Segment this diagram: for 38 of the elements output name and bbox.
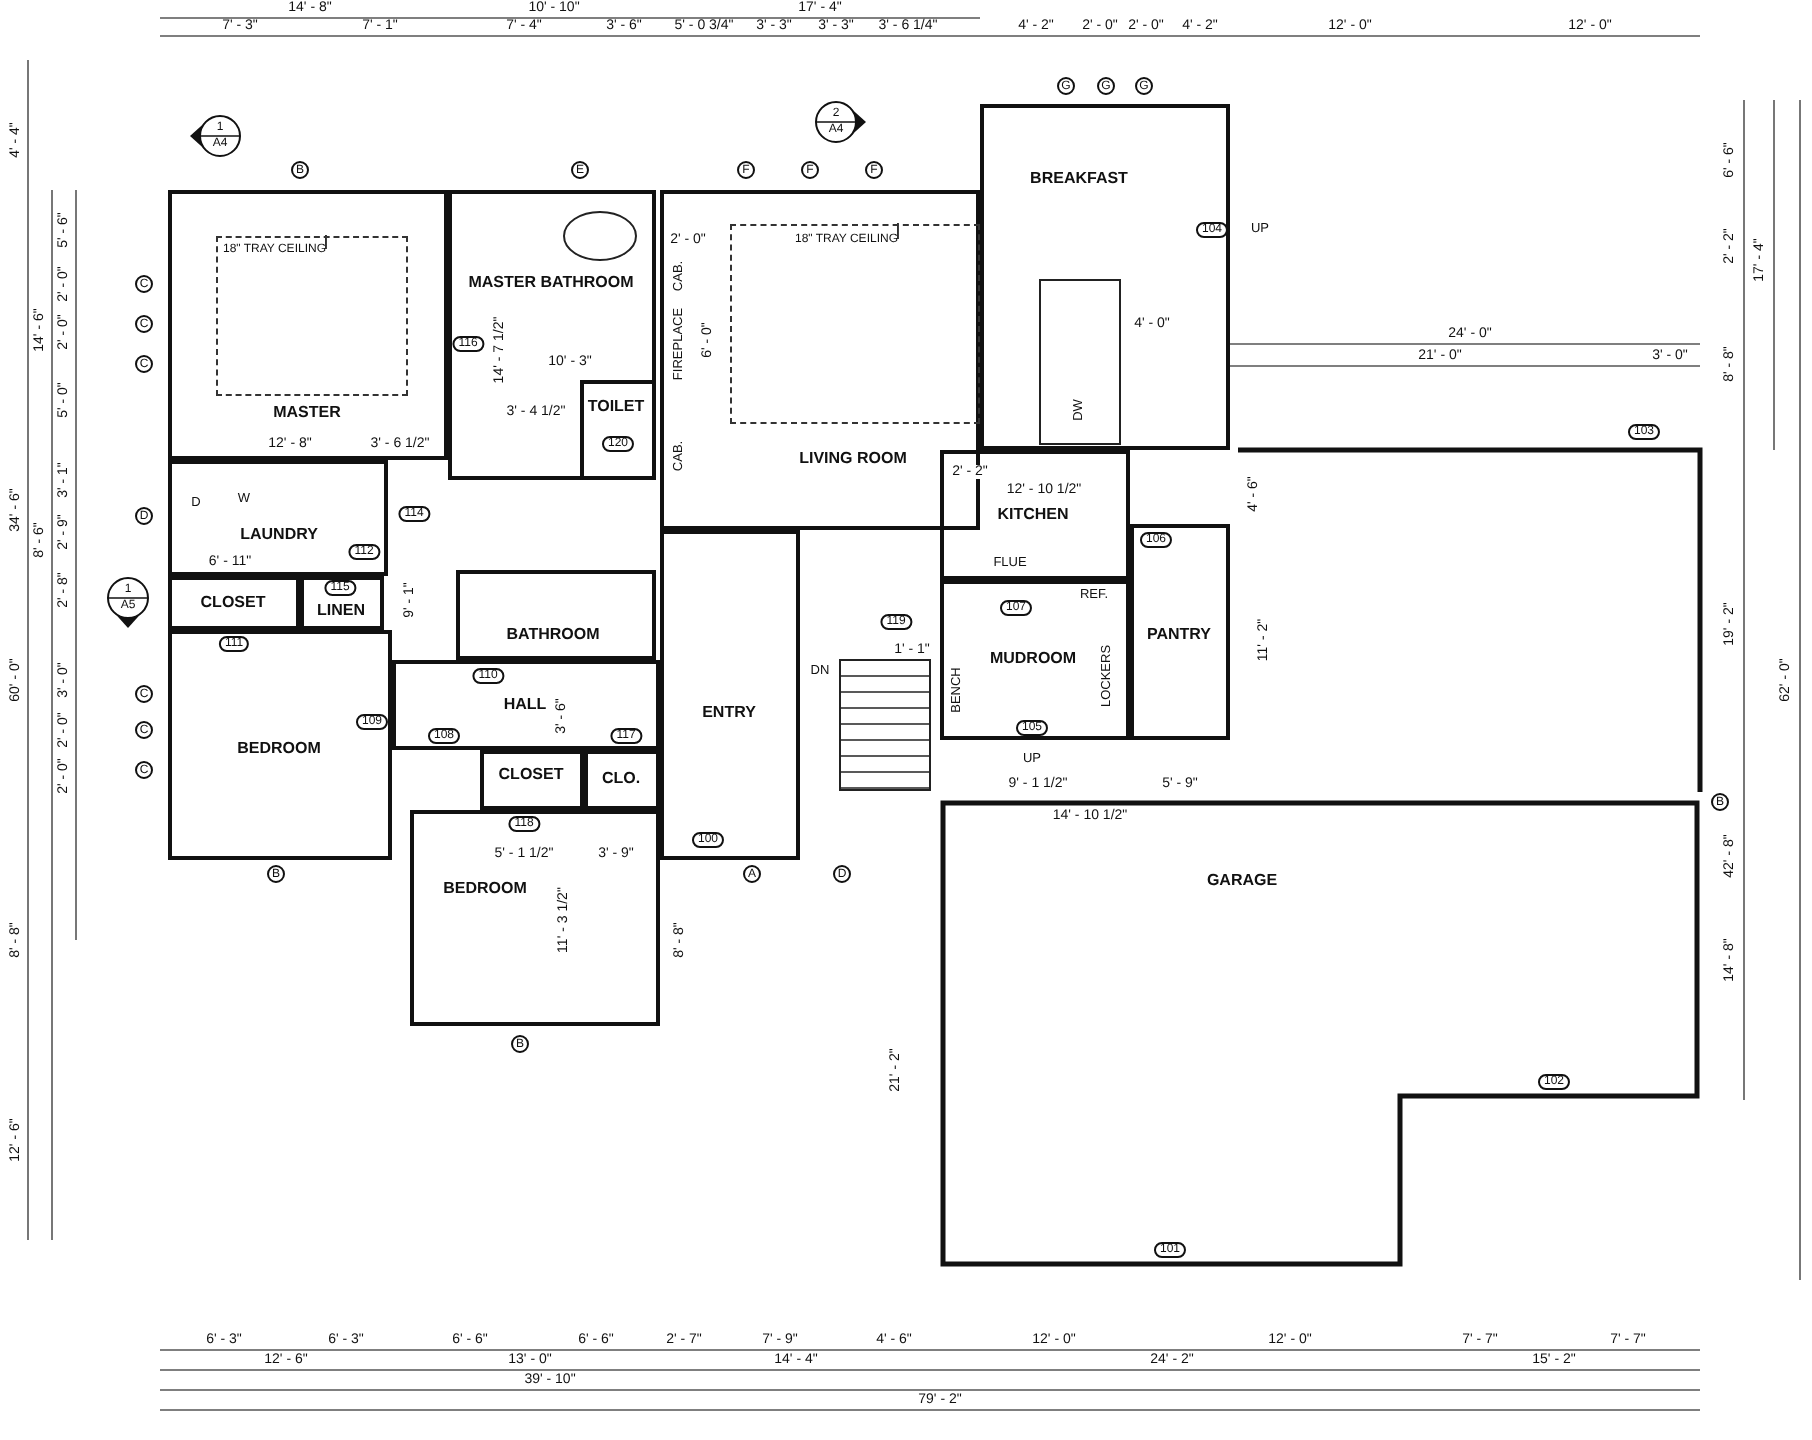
room-name: BEDROOM [443,880,527,898]
room-outline [480,750,584,810]
room-outline [579,379,655,479]
room-name: MASTER BATHROOM [468,274,634,292]
room-name: BREAKFAST [1030,170,1128,188]
room-outline [168,460,388,576]
room-outline [300,576,384,630]
leader-line [325,234,327,250]
room-name: LAUNDRY [240,526,318,544]
room-name: MASTER [273,404,341,422]
room-name: CLOSET [200,594,266,612]
room-outline [1130,524,1230,740]
room-name: LIVING ROOM [799,450,907,468]
leader-line [897,222,899,240]
room-outline [940,580,1130,740]
room-name: GARAGE [1206,873,1278,891]
room-outline [980,104,1230,450]
room-name: HALL [503,696,547,714]
room-name: CLOSET [498,766,564,784]
room-outline [660,530,800,860]
room-outline [456,570,656,660]
tray-ceiling-outline [215,235,407,395]
room-name: LINEN [317,602,365,620]
room-name: BATHROOM [506,626,600,644]
room-outline [392,660,660,750]
room-name: CLO. [601,770,641,788]
room-name: ENTRY [702,704,756,722]
tray-ceiling-outline [729,223,979,423]
room-name: PANTRY [1147,626,1211,644]
room-name: MUDROOM [989,650,1077,668]
room-name: TOILET [587,399,645,417]
room-name: KITCHEN [997,506,1069,524]
room-outline [168,630,392,860]
room-outline [168,576,300,630]
room-outline [410,810,660,1026]
room-outline [584,750,660,810]
room-outline [940,450,1130,580]
room-name: BEDROOM [237,740,321,758]
